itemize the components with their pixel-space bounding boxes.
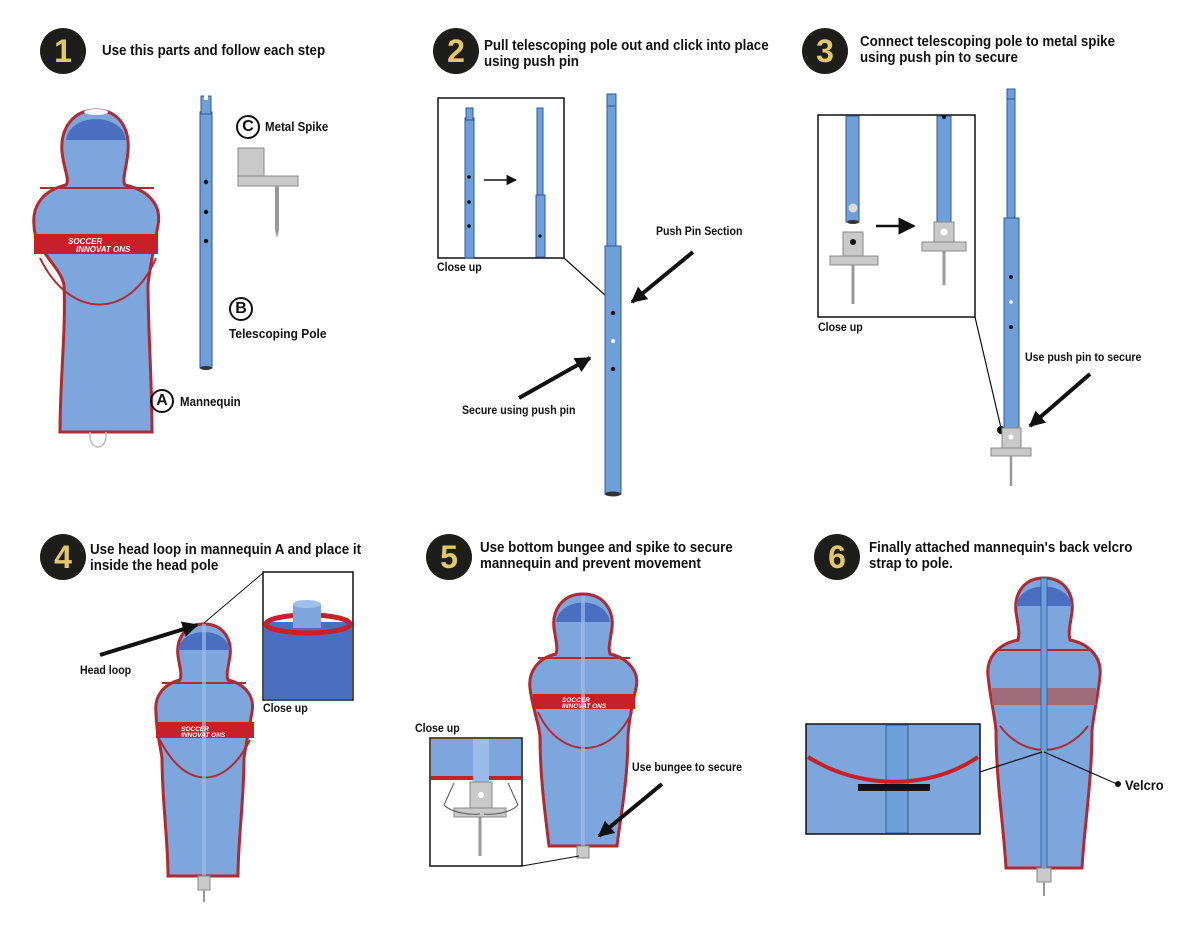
part-b-label: Telescoping Pole	[229, 326, 327, 341]
head-loop-label: Head loop	[80, 665, 132, 677]
step5-title: Use bottom bungee and spike to secure ma…	[480, 540, 733, 572]
part-a-letter: A	[150, 389, 174, 413]
step3-closeup-label: Close up	[818, 322, 863, 334]
step2-pole	[604, 93, 622, 497]
step3-arrow	[1028, 372, 1092, 428]
step2-secure-arrow	[518, 356, 592, 400]
step4-title: Use head loop in mannequin A and place i…	[90, 542, 362, 574]
brand-line2: INNOVAT ONS	[76, 245, 131, 254]
part-a-label: Mannequin	[180, 395, 241, 409]
velcro-label: Velcro	[1125, 777, 1164, 793]
brand-line1: SOCCER	[68, 237, 102, 246]
part-c-letter: C	[236, 115, 260, 139]
step2-closeup-label: Close up	[437, 262, 482, 274]
step1-badge: 1	[40, 28, 86, 74]
step3-closeup-box	[817, 114, 976, 318]
step3-pole	[990, 88, 1032, 486]
push-pin-section-label: Push Pin Section	[656, 226, 743, 238]
step5-closeup-box	[429, 737, 523, 867]
step1-title: Use this parts and follow each step	[102, 43, 326, 59]
step3-title: Connect telescoping pole to metal spike …	[860, 34, 1115, 66]
step2-badge: 2	[433, 28, 479, 74]
step5-closeup-label: Close up	[415, 723, 460, 735]
step4-closeup-box	[262, 571, 354, 701]
step5-mannequin	[528, 592, 639, 859]
step4-closeup-label: Close up	[263, 703, 308, 715]
step6-badge: 6	[814, 534, 860, 580]
step4-mannequin	[154, 622, 255, 902]
brand-step4-line2: INNOVAT ONS	[181, 732, 226, 739]
step5-badge: 5	[426, 534, 472, 580]
step4-badge: 4	[40, 534, 86, 580]
step6-closeup-box	[805, 723, 981, 835]
step1-telescoping-pole	[199, 94, 213, 370]
step3-badge: 3	[802, 28, 848, 74]
use-bungee-label: Use bungee to secure	[632, 762, 742, 774]
part-c-label: Metal Spike	[265, 120, 329, 134]
step6-mannequin	[986, 576, 1102, 896]
step2-closeup-box	[437, 97, 565, 259]
brand-step5-line1: SOCCER	[562, 697, 590, 704]
step2-push-pin-arrow	[630, 250, 695, 304]
step1-metal-spike	[237, 147, 299, 238]
step5-arrow	[597, 782, 664, 838]
step4-headloop-arrow	[99, 621, 199, 657]
step6-title: Finally attached mannequin's back velcro…	[869, 540, 1133, 572]
use-push-pin-label: Use push pin to secure	[1025, 352, 1142, 364]
secure-push-pin-label: Secure using push pin	[462, 405, 576, 417]
part-b-letter: B	[229, 297, 253, 321]
brand-step4-line1: SOCCER	[181, 726, 209, 733]
step2-title: Pull telescoping pole out and click into…	[484, 38, 769, 70]
step1-mannequin	[32, 108, 161, 448]
brand-step5-line2: INNOVAT ONS	[562, 703, 607, 710]
